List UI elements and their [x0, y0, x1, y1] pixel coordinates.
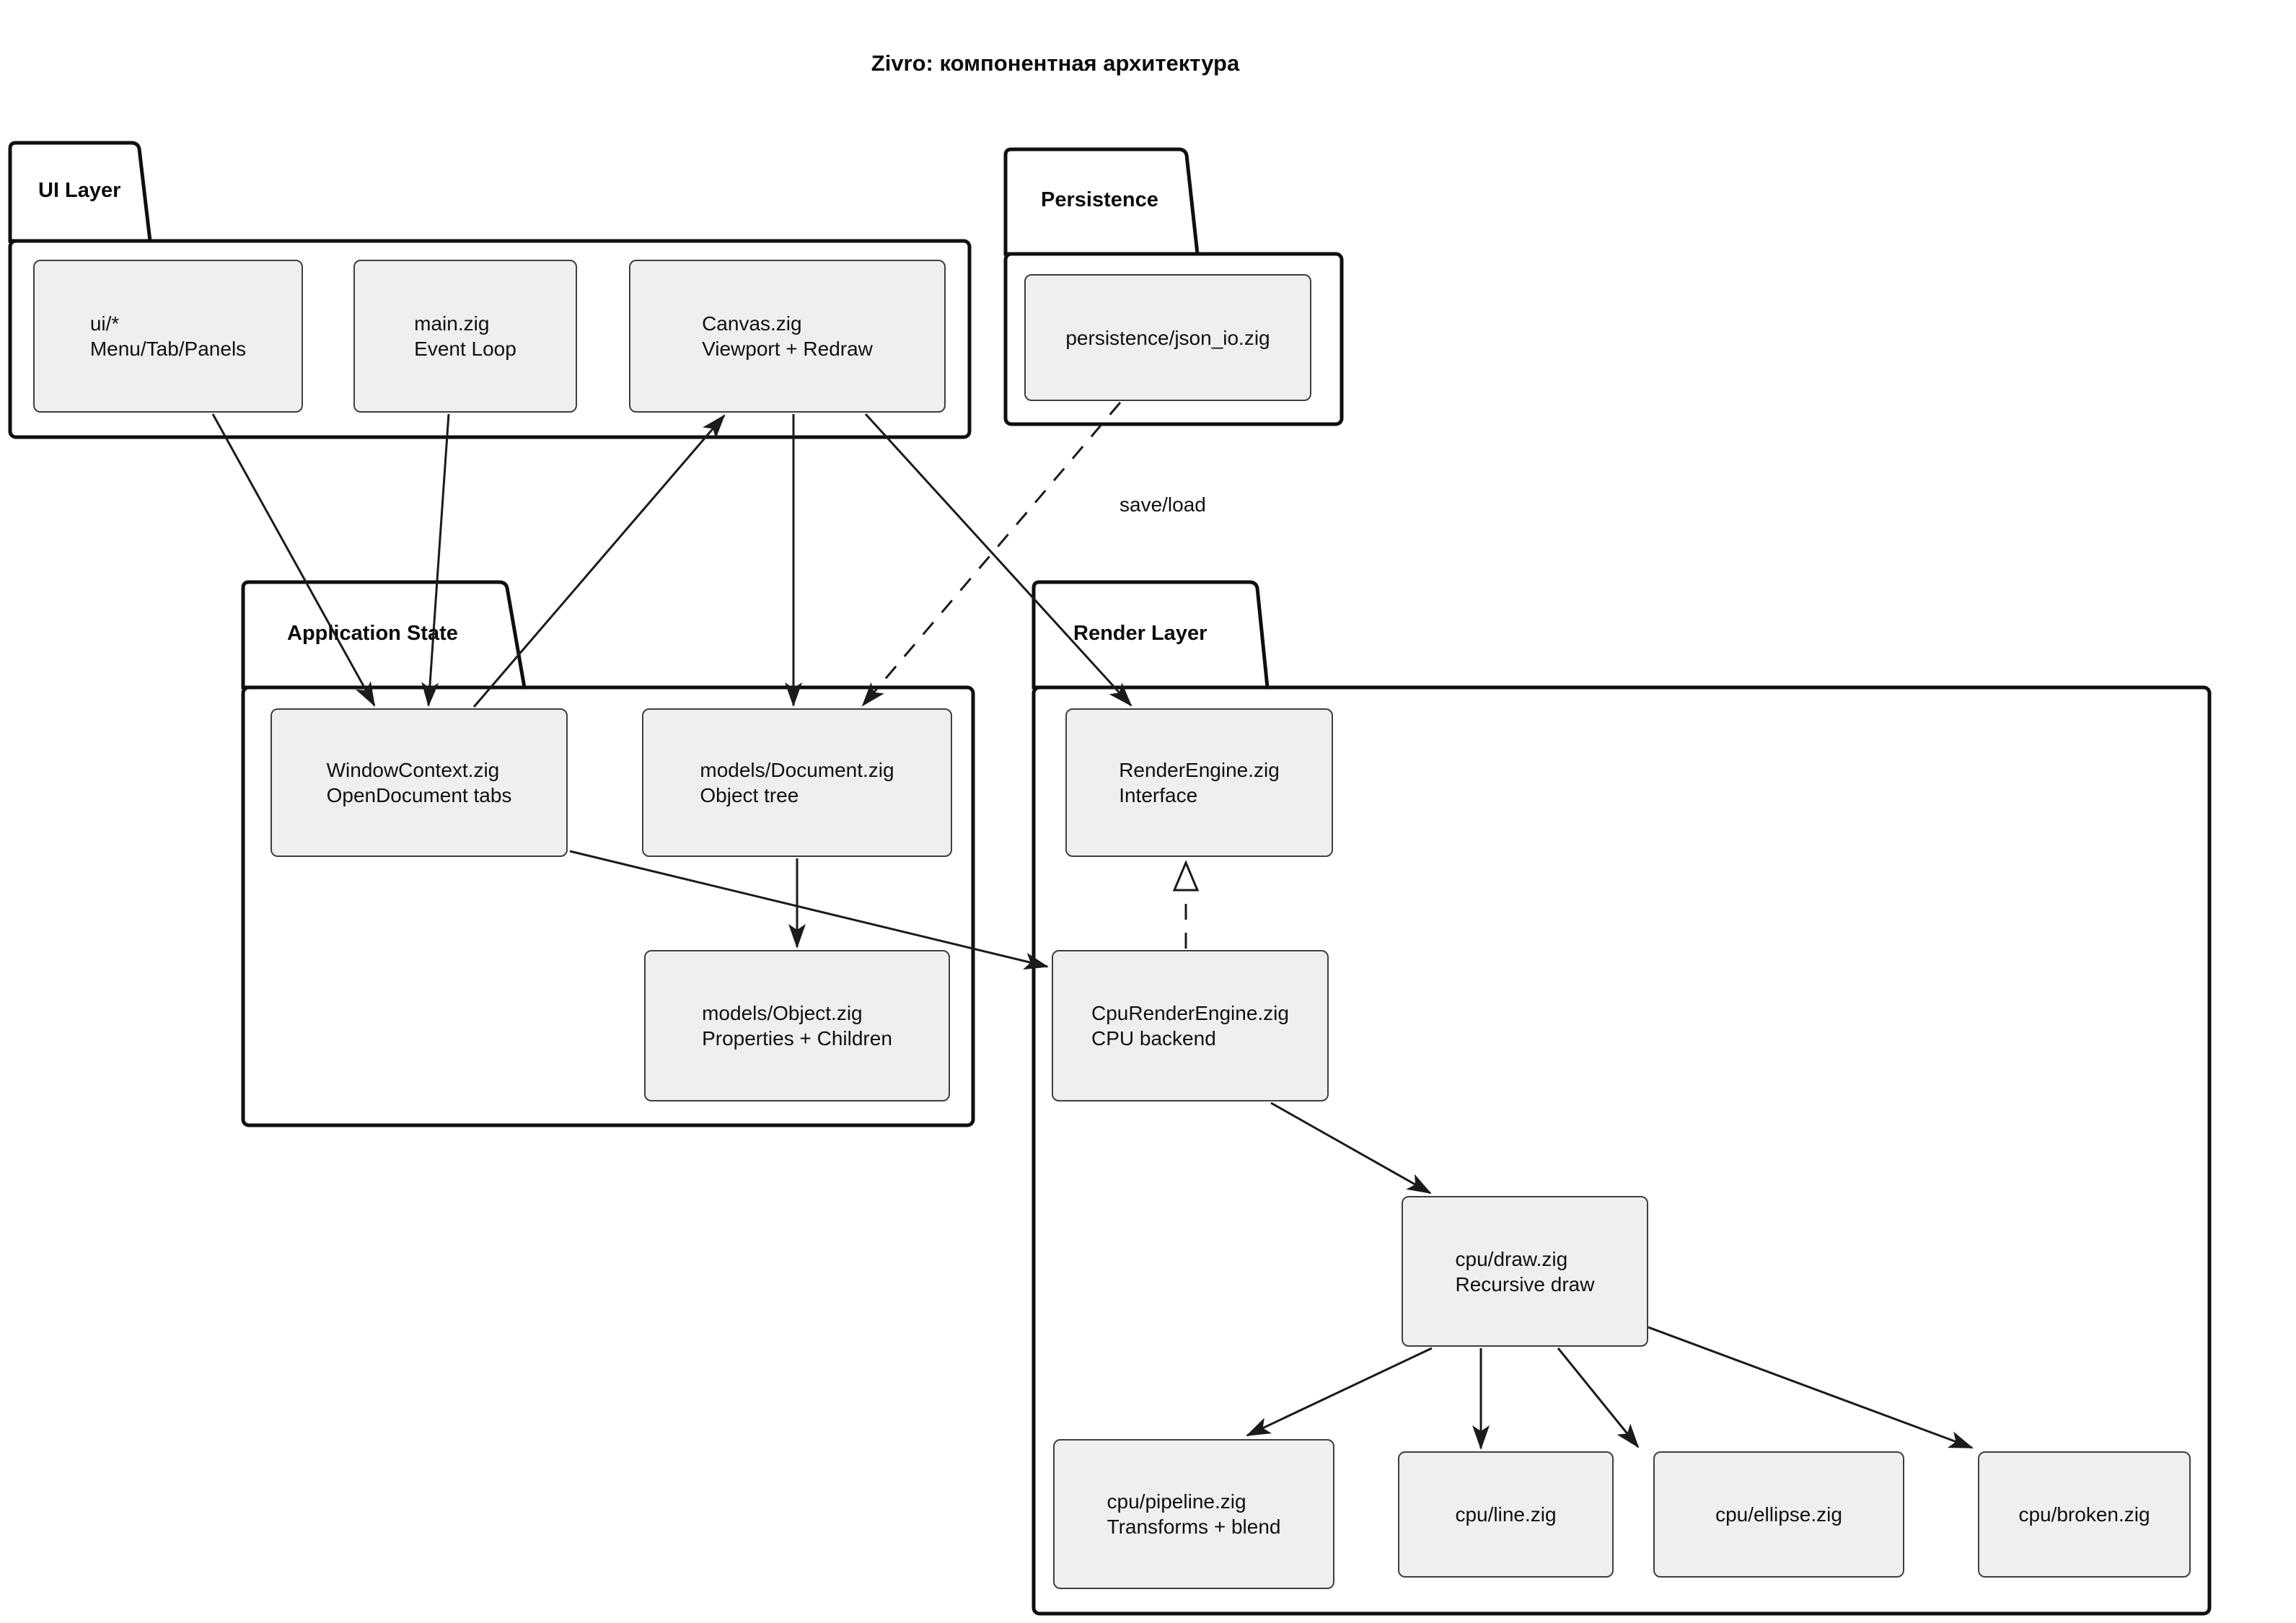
- node-line: cpu/line.zig: [1398, 1451, 1614, 1578]
- edge-draw-to-ellipse: [1557, 1347, 1640, 1448]
- edge-cpu-render-engine-to-draw: [1270, 1101, 1432, 1195]
- diagram-title: Zivro: компонентная архитектура: [871, 50, 1240, 76]
- node-broken: cpu/broken.zig: [1978, 1451, 2191, 1578]
- edge-json-io-to-document-save-load: [861, 402, 1122, 707]
- node-line-label: cpu/line.zig: [1455, 1503, 1557, 1526]
- node-broken-label: cpu/broken.zig: [2018, 1503, 2150, 1526]
- node-json-io-label: persistence/json_io.zig: [1065, 326, 1270, 349]
- package-label-application-state: Application State: [287, 622, 458, 645]
- edge-draw-to-pipeline: [1246, 1347, 1433, 1437]
- node-ellipse: cpu/ellipse.zig: [1653, 1451, 1904, 1578]
- edge-main-to-window-context: [421, 413, 450, 707]
- package-label-ui-layer: UI Layer: [38, 179, 121, 202]
- edge-draw-to-broken: [1648, 1326, 1974, 1449]
- edge-canvas-to-render-engine: [864, 413, 1132, 707]
- node-json-io: persistence/json_io.zig: [1024, 274, 1311, 401]
- realization-triangle-icon: [1172, 860, 1200, 892]
- edge-ui-to-window-context: [211, 413, 376, 707]
- edge-window-context-to-canvas: [472, 414, 726, 708]
- edge-label-save-load: save/load: [1120, 493, 1206, 516]
- node-ui: ui/*Menu/Tab/Panels: [33, 260, 303, 413]
- node-ui-label: ui/*Menu/Tab/Panels: [89, 312, 247, 360]
- package-label-persistence: Persistence: [1041, 188, 1158, 211]
- node-ellipse-label: cpu/ellipse.zig: [1715, 1503, 1842, 1526]
- edge-window-context-to-cpu-render-engine: [569, 850, 1049, 970]
- package-label-render-layer: Render Layer: [1073, 622, 1208, 645]
